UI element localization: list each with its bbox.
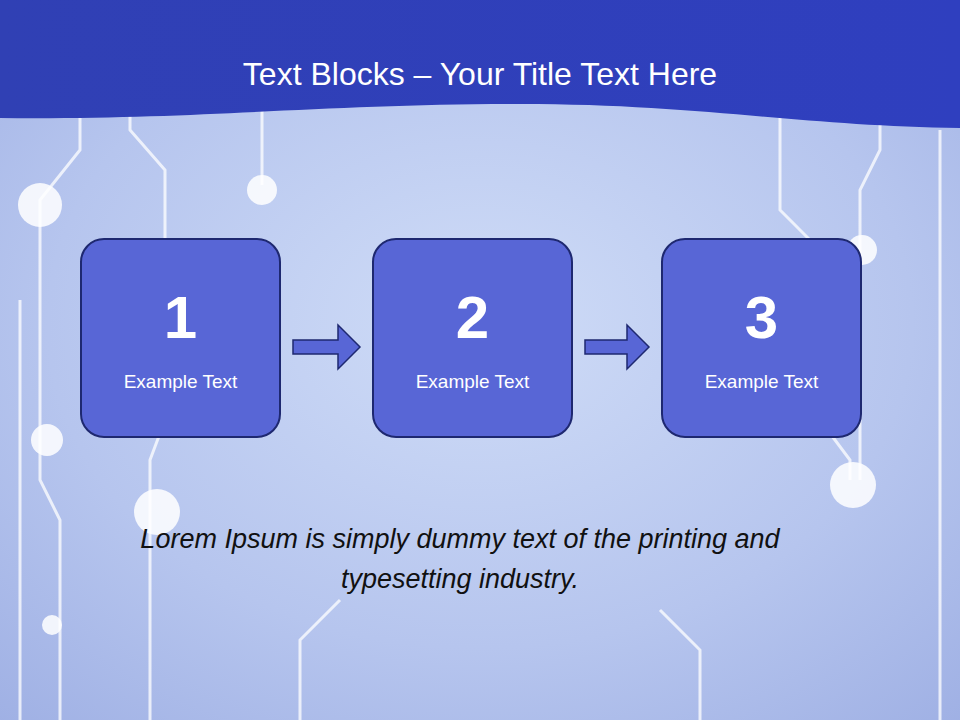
step-box: 3Example Text	[661, 238, 862, 438]
circuit-lines	[20, 110, 940, 720]
header-band	[0, 0, 960, 128]
caption: Lorem Ipsum is simply dummy text of the …	[110, 519, 810, 599]
flow-arrow	[293, 325, 360, 369]
step-number: 3	[663, 288, 860, 348]
step-box: 2Example Text	[372, 238, 573, 438]
slide-title: Text Blocks – Your Title Text Here	[0, 52, 960, 96]
step-text: Example Text	[82, 369, 279, 395]
circuit-dots	[18, 175, 877, 635]
flow-arrow	[585, 325, 649, 369]
step-number: 2	[374, 288, 571, 348]
step-text: Example Text	[374, 369, 571, 395]
step-box: 1Example Text	[80, 238, 281, 438]
step-text: Example Text	[663, 369, 860, 395]
step-number: 1	[82, 288, 279, 348]
